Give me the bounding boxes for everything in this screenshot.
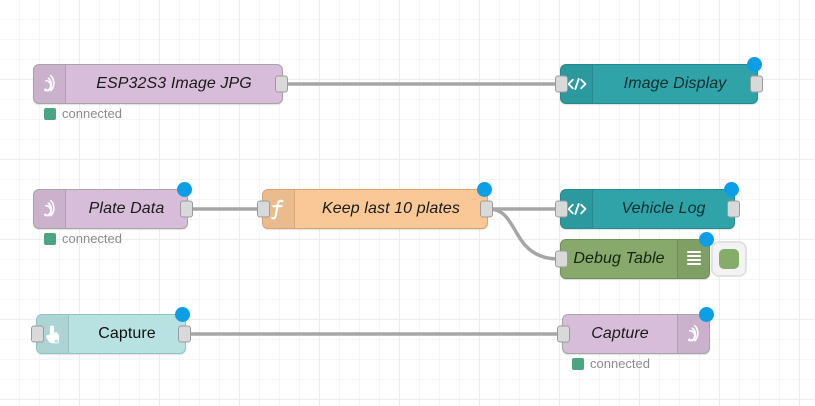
node-label: Capture <box>591 325 649 342</box>
status-esp32s3-image-jpg: connected <box>44 106 122 121</box>
status-dot-icon <box>747 57 762 72</box>
node-label: ESP32S3 Image JPG <box>96 75 252 92</box>
status-dot-icon <box>477 182 492 197</box>
status-label: connected <box>590 356 650 371</box>
input-port[interactable] <box>31 325 44 343</box>
node-esp32s3-image-jpg[interactable]: ESP32S3 Image JPG <box>33 64 288 104</box>
node-label: Debug Table <box>573 250 665 267</box>
node-image-display[interactable]: Image Display <box>555 57 763 104</box>
output-port[interactable] <box>178 325 191 343</box>
output-port[interactable] <box>180 200 193 218</box>
input-port[interactable] <box>257 200 270 218</box>
node-debug-table[interactable]: Debug Table <box>555 232 747 279</box>
status-plate-data: connected <box>44 231 122 246</box>
node-label: Vehicle Log <box>621 200 706 217</box>
wire-function-to-debug-table <box>487 207 561 261</box>
output-port[interactable] <box>727 200 740 218</box>
node-keep-last-10-plates[interactable]: Keep last 10 plates <box>257 182 493 229</box>
node-label: Capture <box>98 325 156 342</box>
node-plate-data[interactable]: Plate Data <box>33 182 193 229</box>
status-indicator-square <box>44 107 56 120</box>
output-port[interactable] <box>750 75 763 93</box>
node-capture-mqtt-out[interactable]: Capture <box>557 307 714 354</box>
node-capture-inject[interactable]: Capture <box>31 307 191 354</box>
status-dot-icon <box>175 307 190 322</box>
mqtt-signal-icon <box>34 190 66 228</box>
output-port[interactable] <box>480 200 493 218</box>
input-port[interactable] <box>555 200 568 218</box>
status-dot-icon <box>699 232 714 247</box>
debug-enable-toggle-button[interactable] <box>711 241 747 277</box>
mqtt-signal-icon <box>34 65 66 103</box>
status-indicator-square <box>572 357 584 370</box>
node-vehicle-log[interactable]: Vehicle Log <box>555 182 740 229</box>
status-indicator-square <box>44 232 56 245</box>
status-dot-icon <box>699 307 714 322</box>
output-port[interactable] <box>275 75 288 93</box>
status-capture-mqtt-out: connected <box>572 356 650 371</box>
node-label: Keep last 10 plates <box>322 200 460 217</box>
input-port[interactable] <box>557 325 570 343</box>
node-label: Plate Data <box>88 200 165 217</box>
node-label: Image Display <box>623 75 727 92</box>
debug-toggle-indicator <box>719 249 739 269</box>
status-label: connected <box>62 231 122 246</box>
status-label: connected <box>62 106 122 121</box>
input-port[interactable] <box>555 250 568 268</box>
status-dot-icon <box>724 182 739 197</box>
status-dot-icon <box>177 182 192 197</box>
code-brackets-icon <box>561 190 593 228</box>
input-port[interactable] <box>555 75 568 93</box>
